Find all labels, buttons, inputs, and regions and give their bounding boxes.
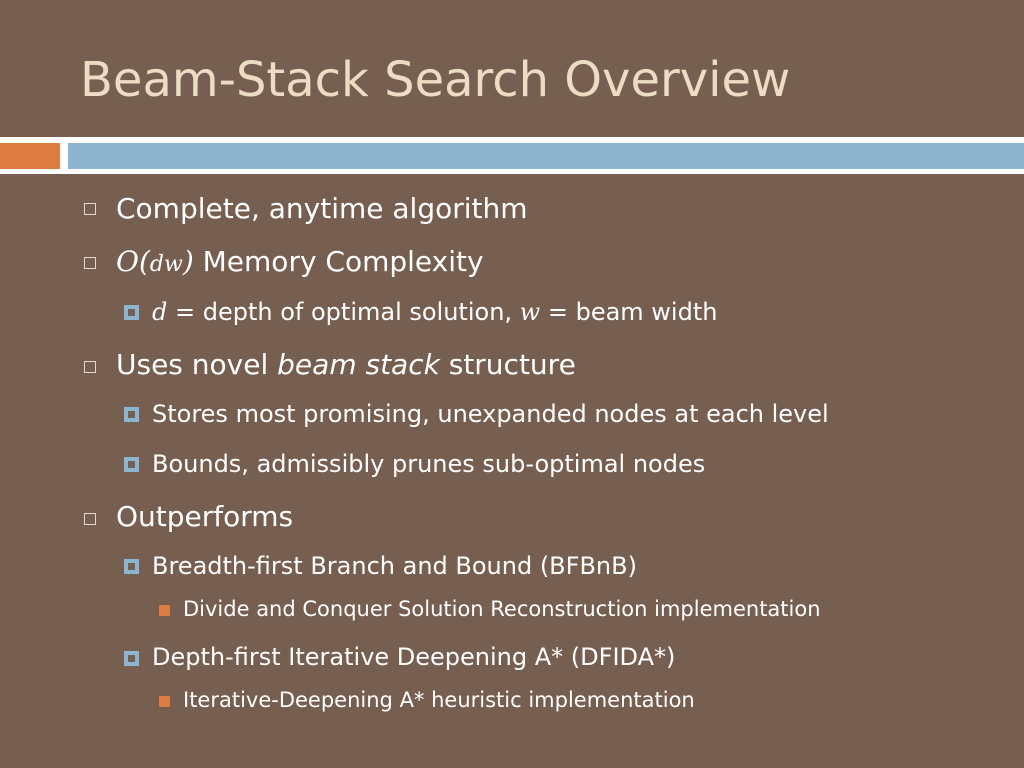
orange-square-bullet-icon [159,696,170,707]
header-accent-orange [0,143,60,169]
math-d: d [152,298,168,326]
uses-prefix: Uses novel [116,348,278,381]
framed-square-bullet-icon [124,651,139,666]
bullet-uses-beam-stack: Uses novel beam stack structure [116,348,576,381]
hollow-square-bullet-icon [84,513,96,525]
memory-complexity-label: Memory Complexity [193,245,484,278]
bullet-complete: Complete, anytime algorithm [116,192,528,225]
bullet-bfbnb: Breadth-first Branch and Bound (BFBnB) [152,552,637,580]
big-o-symbol: O( [116,245,150,278]
slide-title: Beam-Stack Search Overview [80,52,791,108]
framed-square-bullet-icon [124,305,139,320]
bullet-memory-complexity: O(dw) Memory Complexity [116,245,484,278]
uses-suffix: structure [439,348,576,381]
width-definition: = beam width [540,298,718,326]
framed-square-bullet-icon [124,407,139,422]
bullet-bounds: Bounds, admissibly prunes sub-optimal no… [152,450,706,478]
bullet-outperforms: Outperforms [116,500,294,533]
bullet-bfbnb-detail: Divide and Conquer Solution Reconstructi… [183,597,821,621]
bullet-dfida: Depth-first Iterative Deepening A* (DFID… [152,643,676,671]
depth-definition: = depth of optimal solution, [167,298,520,326]
header-accent-blue [68,143,1024,169]
bullet-memory-detail: d = depth of optimal solution, w = beam … [152,298,717,326]
close-paren: ) [182,245,194,278]
math-dw: dw [149,252,183,277]
orange-square-bullet-icon [159,605,170,616]
hollow-square-bullet-icon [84,361,96,373]
hollow-square-bullet-icon [84,257,96,269]
framed-square-bullet-icon [124,457,139,472]
framed-square-bullet-icon [124,559,139,574]
math-w: w [519,298,541,326]
hollow-square-bullet-icon [84,203,96,215]
bullet-stores: Stores most promising, unexpanded nodes … [152,400,829,428]
beam-stack-term: beam stack [277,348,440,381]
bullet-dfida-detail: Iterative-Deepening A* heuristic impleme… [183,688,695,712]
